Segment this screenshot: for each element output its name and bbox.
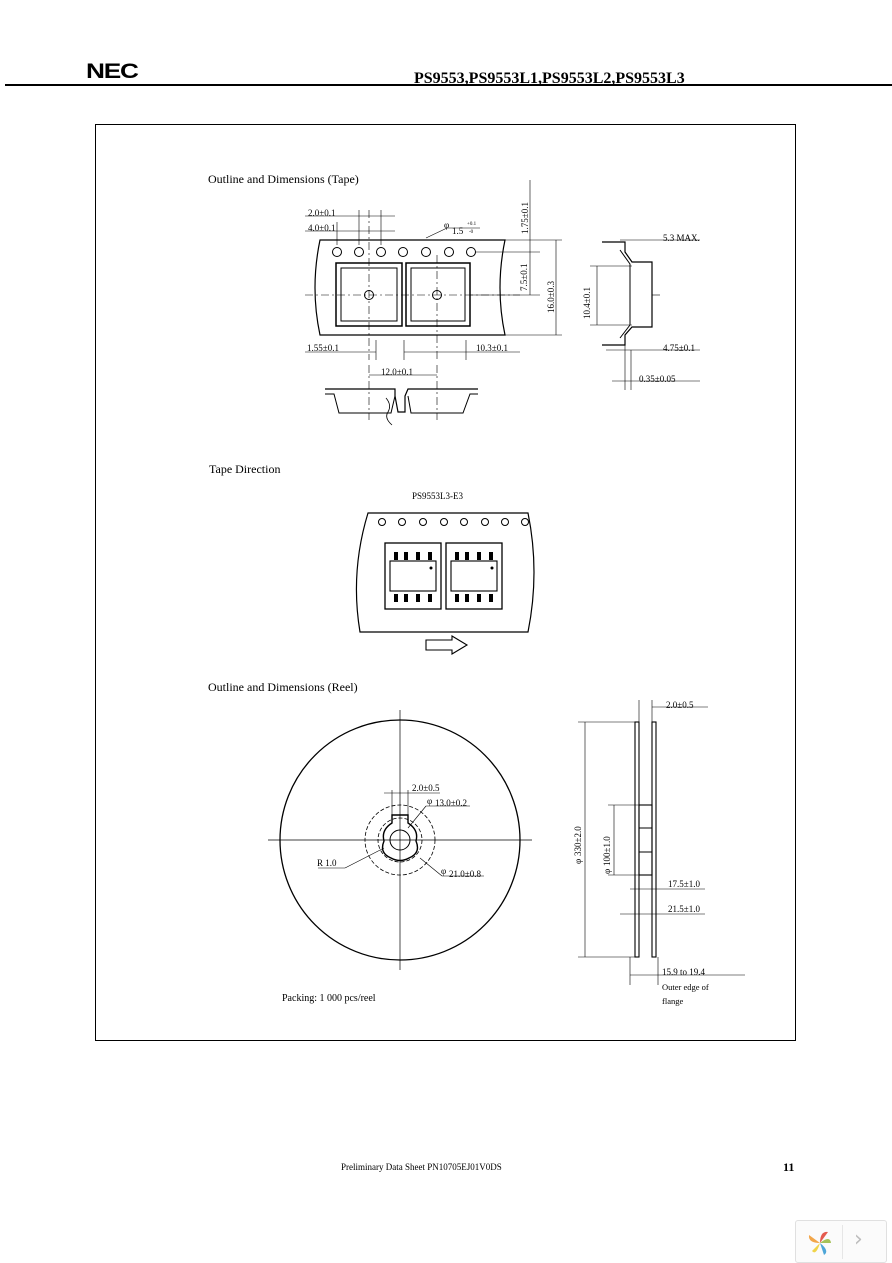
tape-side-section (590, 239, 700, 390)
viewer-separator (842, 1225, 843, 1259)
dim-100: 100±1.0 (602, 836, 612, 866)
dim-flange-gap: 2.0±0.5 (666, 700, 694, 710)
dim-w-175: 17.5±1.0 (668, 879, 700, 889)
dim-radius: R 1.0 (317, 858, 337, 868)
dim-hub-13: 13.0±0.2 (435, 798, 467, 808)
dim-75: 7.5±0.1 (519, 264, 529, 291)
dim-edge-175: 1.75±0.1 (520, 202, 530, 234)
dim-475: 4.75±0.1 (663, 343, 695, 353)
drawing-frame (95, 124, 796, 1041)
dim-155: 1.55±0.1 (307, 343, 339, 353)
dim-hole-tol-lo: -0 (469, 230, 474, 235)
packing-note: Packing: 1 000 pcs/reel (282, 993, 376, 1004)
dim-width-16: 16.0±0.3 (546, 281, 556, 313)
tape-direction-view (355, 512, 535, 655)
sprocket-holes (332, 247, 476, 257)
dim-hole-dia: 1.5 (452, 226, 464, 236)
dim-hole-tol: +0.1 (467, 222, 477, 227)
dim-hub-21: 21.0±0.8 (449, 869, 481, 879)
tape-outline-title: Outline and Dimensions (Tape) (208, 172, 359, 186)
direction-arrow-icon (425, 635, 469, 655)
dim-pitch-2: 2.0±0.1 (308, 208, 335, 218)
viewer-nav-widget[interactable]: › (795, 1220, 887, 1263)
dim-330: 330±2.0 (573, 826, 583, 856)
dim-w-215: 21.5±1.0 (668, 904, 700, 914)
reel-outline-title: Outline and Dimensions (Reel) (208, 680, 358, 694)
dim-pitch-12: 12.0±0.1 (381, 367, 413, 377)
footer-doc-text: Preliminary Data Sheet PN10705EJ01V0DS (341, 1162, 502, 1172)
chevron-right-icon[interactable]: › (854, 1227, 863, 1252)
direction-sprocket-holes (378, 518, 529, 526)
tape-cross-section (325, 365, 478, 426)
dim-pitch-4: 4.0±0.1 (308, 223, 335, 233)
dim-103: 10.3±0.1 (476, 343, 508, 353)
page-number: 11 (783, 1160, 795, 1174)
outer-edge-label-1: Outer edge of (662, 982, 709, 992)
pinwheel-logo-icon[interactable] (806, 1229, 834, 1257)
document-title: PS9553,PS9553L1,PS9553L2,PS9553L3 (414, 70, 685, 87)
dim-phi-100: φ (602, 869, 612, 874)
dim-phi-symbol: φ (444, 220, 449, 230)
tape-direction-title: Tape Direction (209, 462, 281, 476)
reel-side-view (578, 700, 745, 985)
dim-slot-20: 2.0±0.5 (412, 783, 440, 793)
reel-front-view (268, 710, 532, 970)
dim-104: 10.4±0.1 (582, 287, 592, 319)
ic-leads (394, 552, 494, 602)
header-rule (5, 84, 892, 86)
dim-phi-21: φ (441, 866, 446, 876)
dim-max-53: 5.3 MAX. (663, 233, 700, 243)
tape-plan-view (305, 180, 562, 360)
dim-w-159: 15.9 to 19.4 (662, 967, 706, 977)
dim-thick-035: 0.35±0.05 (639, 374, 676, 384)
dim-phi-330: φ (573, 859, 583, 864)
dim-phi-13: φ (427, 796, 432, 806)
nec-logo: NEC (86, 60, 139, 83)
outer-edge-label-2: flange (662, 996, 683, 1006)
part-label: PS9553L3-E3 (412, 491, 464, 501)
